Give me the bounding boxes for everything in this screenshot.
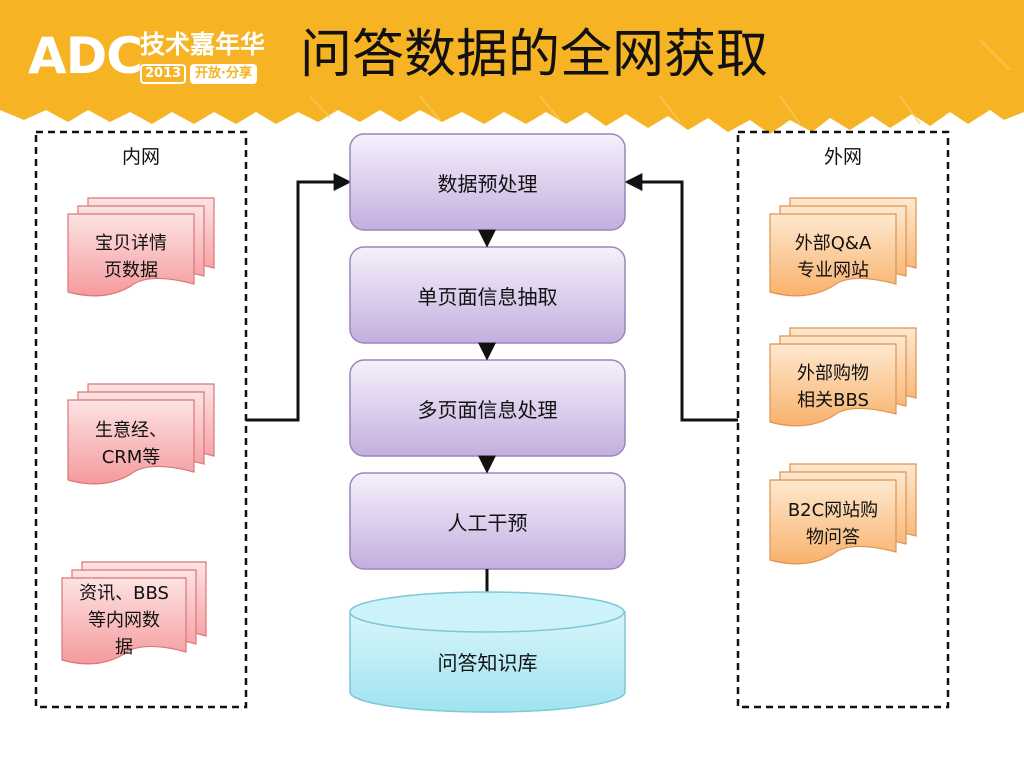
external-doc-2 — [769, 327, 917, 427]
header-texture — [309, 39, 1011, 125]
external-doc-1-line2: 专业网站 — [797, 260, 869, 281]
internal-doc-1-line2: 页数据 — [104, 260, 158, 281]
internal-doc-2-line1: 生意经、 — [95, 420, 167, 441]
external-panel-label: 外网 — [823, 146, 862, 168]
database-cylinder — [349, 591, 626, 713]
logo-brand: ADC — [28, 27, 143, 85]
step-label-4: 人工干预 — [447, 511, 528, 535]
external-doc-2-line1: 外部购物 — [797, 363, 869, 384]
internal-doc-3-line2: 等内网数 — [88, 610, 160, 631]
external-doc-2-label: 外部购物 相关BBS — [770, 360, 896, 414]
external-connector-arrow — [624, 173, 738, 422]
internal-doc-1-label: 宝贝详情 页数据 — [68, 230, 194, 284]
database-label: 问答知识库 — [437, 651, 538, 675]
internal-doc-2-label: 生意经、 CRM等 — [68, 417, 194, 471]
internal-doc-1-line1: 宝贝详情 — [95, 233, 167, 254]
external-doc-3-line2: 物问答 — [806, 527, 860, 548]
logo-name: 技术嘉年华 — [140, 30, 266, 59]
internal-panel-label: 内网 — [121, 146, 160, 168]
logo-slogan: 开放·分享 — [190, 64, 257, 84]
internal-doc-3-line3: 据 — [115, 637, 133, 658]
external-doc-1 — [769, 197, 917, 297]
external-doc-3 — [769, 463, 917, 565]
external-doc-2-line2: 相关BBS — [797, 390, 869, 411]
internal-doc-2 — [67, 383, 215, 485]
step-label-1: 数据预处理 — [437, 172, 538, 196]
adc-logo: ADC 技术嘉年华 2013 开放·分享 — [28, 26, 278, 96]
step-label-3: 多页面信息处理 — [417, 398, 558, 422]
external-doc-1-line1: 外部Q&A — [794, 233, 872, 254]
step-label-2: 单页面信息抽取 — [417, 285, 558, 309]
internal-doc-3 — [61, 561, 207, 665]
external-panel — [736, 130, 950, 709]
external-doc-3-label: B2C网站购 物问答 — [770, 497, 896, 551]
external-doc-1-label: 外部Q&A 专业网站 — [770, 230, 896, 284]
internal-doc-3-line1: 资讯、BBS — [79, 583, 169, 604]
logo-year: 2013 — [140, 64, 187, 84]
internal-doc-1 — [67, 197, 215, 297]
slide-title: 问答数据的全网获取 — [300, 25, 769, 85]
external-doc-3-line1: B2C网站购 — [787, 500, 879, 521]
header-banner — [0, 0, 1024, 134]
internal-doc-3-label: 资讯、BBS 等内网数 据 — [62, 580, 186, 661]
internal-connector-arrow — [246, 173, 352, 422]
internal-doc-2-line2: CRM等 — [101, 447, 161, 468]
